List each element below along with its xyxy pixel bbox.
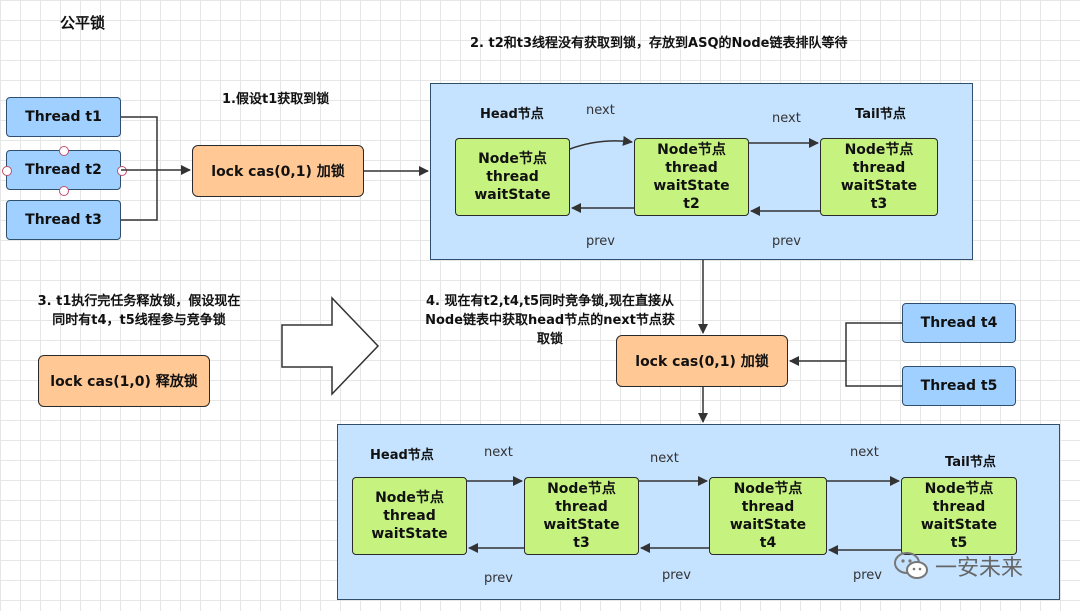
node-line: Node节点 [547, 481, 616, 497]
node-line: t3 [573, 535, 590, 551]
node-line: thread [741, 499, 795, 515]
thread-t5-box[interactable]: Thread t5 [902, 366, 1016, 406]
node-line: waitState [543, 517, 620, 533]
queue-1-next-label-1: next [586, 103, 615, 118]
node-line: t4 [759, 535, 777, 551]
step-4-label: 4. 现在有t2,t4,t5同时竞争锁,现在直接从 Node链表中获取head节… [400, 292, 700, 349]
queue-1-tail-node-t3[interactable]: Node节点 thread waitState t3 [820, 138, 938, 216]
selection-handle-left[interactable] [2, 166, 12, 176]
thread-t4-box[interactable]: Thread t4 [902, 303, 1016, 343]
node-line: Node节点 [733, 481, 803, 497]
queue-1-head-label: Head节点 [480, 107, 544, 122]
queue-1-prev-label-1: prev [586, 234, 616, 249]
node-line: Node节点 [657, 142, 726, 158]
node-line: t5 [950, 535, 968, 551]
queue-1-next-label-2: next [772, 111, 801, 126]
wechat-icon [894, 552, 928, 579]
queue-2-next-label-1: next [484, 445, 513, 460]
queue-2-node-t3[interactable]: Node节点 thread waitState t3 [524, 477, 639, 555]
node-line: thread [383, 508, 436, 524]
selection-handle-right[interactable] [117, 166, 127, 176]
queue-1-head-node[interactable]: Node节点 thread waitState [455, 138, 570, 216]
selection-handle-bottom[interactable] [59, 186, 69, 196]
queue-2-next-label-2: next [650, 451, 679, 466]
queue-2-prev-label-3: prev [853, 568, 883, 583]
node-line: thread [665, 160, 718, 176]
node-line: thread [555, 499, 608, 515]
lock-acquire-box-1[interactable]: lock cas(0,1) 加锁 [192, 145, 364, 197]
queue-2-prev-label-2: prev [662, 568, 692, 583]
node-line: t2 [683, 196, 700, 212]
node-line: waitState [653, 178, 730, 194]
queue-2-head-node[interactable]: Node节点 thread waitState [352, 477, 467, 555]
step-2-label: 2. t2和t3线程没有获取到锁，存放到ASQ的Node链表排队等待 [470, 36, 848, 51]
step-3-line-2: 同时有t4，t5线程参与竞争锁 [52, 313, 226, 328]
lock-acquire-box-2[interactable]: lock cas(0,1) 加锁 [616, 335, 788, 387]
queue-2-tail-label: Tail节点 [945, 455, 996, 470]
queue-2-prev-label-1: prev [484, 571, 514, 586]
node-line: waitState [729, 517, 807, 533]
thread-t3-box[interactable]: Thread t3 [6, 200, 121, 240]
node-line: Node节点 [924, 481, 994, 497]
node-line: thread [852, 160, 906, 176]
step-3-label: 3. t1执行完任务释放锁，假设现在 同时有t4，t5线程参与竞争锁 [14, 292, 264, 330]
node-line: waitState [371, 526, 448, 542]
node-line: Node节点 [375, 490, 444, 506]
queue-1-prev-label-2: prev [772, 234, 802, 249]
watermark: 一安未来 [893, 550, 1023, 582]
step-3-line-1: 3. t1执行完任务释放锁，假设现在 [37, 294, 241, 309]
watermark-text: 一安未来 [935, 556, 1024, 581]
queue-2-next-label-3: next [850, 445, 879, 460]
node-line: waitState [840, 178, 918, 194]
step-4-line-1: 4. 现在有t2,t4,t5同时竞争锁,现在直接从 [425, 294, 675, 309]
diagram-title: 公平锁 [60, 14, 106, 32]
node-line: Node节点 [478, 151, 547, 167]
step-4-line-2: Node链表中获取head节点的next节点获 [425, 313, 675, 328]
node-line: thread [486, 169, 539, 185]
node-line: thread [932, 499, 986, 515]
big-right-arrow [281, 296, 380, 396]
node-line: waitState [920, 517, 998, 533]
thread-bracket-1 [121, 116, 191, 221]
queue-2-tail-node-t5[interactable]: Node节点 thread waitState t5 [901, 477, 1017, 555]
thread-t1-box[interactable]: Thread t1 [6, 97, 121, 137]
node-line: Node节点 [844, 142, 914, 158]
selection-handle-top[interactable] [59, 146, 69, 156]
step-4-line-3: 取锁 [536, 332, 563, 347]
node-line: t3 [870, 196, 888, 212]
queue-2-node-t4[interactable]: Node节点 thread waitState t4 [709, 477, 827, 555]
lock-release-box[interactable]: lock cas(1,0) 释放锁 [38, 355, 210, 407]
queue-1-tail-label: Tail节点 [855, 107, 906, 122]
queue-2-head-label: Head节点 [370, 448, 434, 463]
node-line: waitState [474, 187, 551, 203]
queue-1-node-t2[interactable]: Node节点 thread waitState t2 [634, 138, 749, 216]
q1-next-1 [569, 135, 633, 150]
thread-bracket-2 [789, 322, 902, 387]
step-1-label: 1.假设t1获取到锁 [222, 92, 330, 107]
